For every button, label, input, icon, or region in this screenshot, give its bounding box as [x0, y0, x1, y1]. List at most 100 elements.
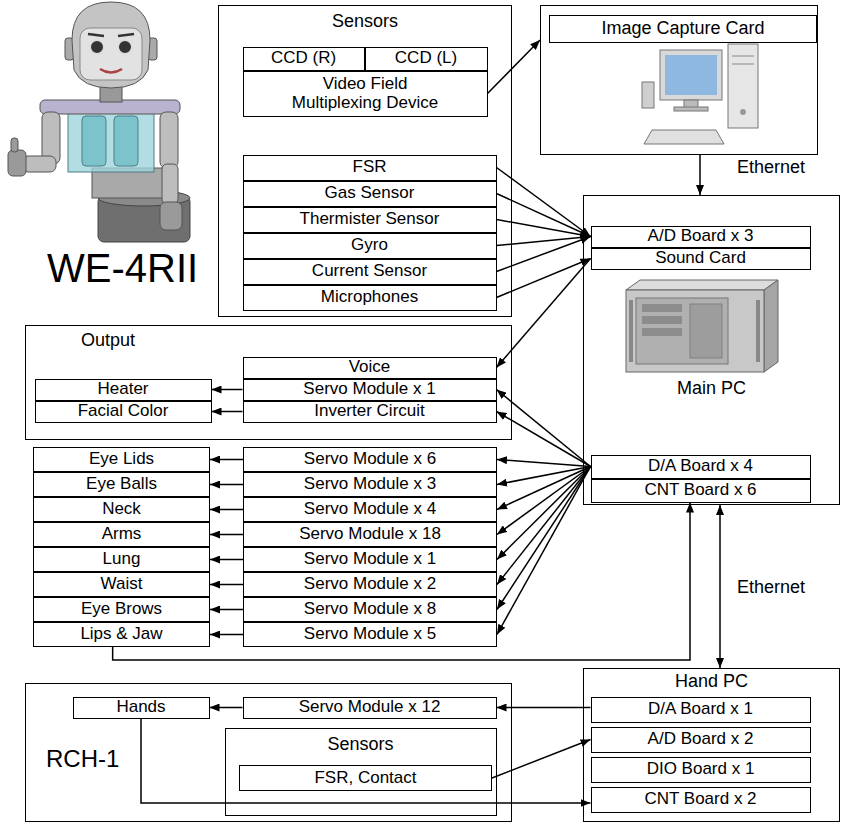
- board-box: CNT Board x 6: [591, 479, 811, 503]
- signal-arrow: [719, 505, 721, 668]
- group-heading: Sensors: [219, 12, 511, 32]
- signal-arrow: [497, 467, 591, 585]
- signal-arrow: [210, 509, 243, 511]
- group-heading: Hand PC: [584, 672, 839, 692]
- box-label: Microphones: [321, 288, 418, 307]
- robot-illustration-part: [11, 138, 18, 152]
- robot-illustration-part: [118, 40, 132, 54]
- pc-chassis-picture-part: [756, 300, 760, 362]
- computer-icon-part: [740, 109, 746, 115]
- robot-illustration: [8, 2, 190, 242]
- computer-icon-part: [642, 82, 654, 108]
- pc-chassis-picture-part: [629, 300, 633, 362]
- signal-arrow: [210, 484, 243, 486]
- box-label: CCD (R): [271, 49, 336, 68]
- robot-illustration-part: [22, 156, 56, 172]
- box-label: Servo Module x 18: [299, 525, 441, 544]
- group-heading: Image Capture Card: [549, 15, 817, 43]
- servo-box: Servo Module x 4: [243, 497, 497, 522]
- signal-arrow: [210, 634, 243, 636]
- sensor-box: Gas Sensor: [243, 181, 497, 207]
- capture-group: Image Capture Card: [540, 5, 818, 155]
- robot-illustration-part: [100, 69, 122, 73]
- part-box: Lips & Jaw: [33, 622, 210, 647]
- servo-box: Servo Module x 2: [243, 572, 497, 597]
- link-label: Ethernet: [735, 577, 807, 597]
- signal-arrow: [497, 412, 591, 467]
- signal-arrow: [210, 534, 243, 536]
- signal-arrow: [699, 155, 701, 195]
- sensor-box: FSR: [243, 155, 497, 181]
- group-heading: Output: [81, 331, 135, 351]
- pc-group: Hand PCD/A Board x 1A/D Board x 2DIO Boa…: [583, 668, 840, 822]
- box-label: FSR: [353, 158, 387, 177]
- signal-arrow: [210, 707, 243, 709]
- group-heading: Sensors: [226, 735, 496, 755]
- part-box: Hands: [73, 697, 210, 719]
- output-group: OutputHeaterFacial ColorVoiceServo Modul…: [25, 325, 512, 440]
- signal-arrow: [497, 390, 591, 467]
- signal-arrow: [210, 584, 243, 586]
- board-box: Sound Card: [591, 248, 811, 270]
- signal-arrow: [497, 194, 591, 237]
- servo-box: Servo Module x 3: [243, 472, 497, 497]
- sensor-box: CCD (L): [365, 47, 488, 71]
- signal-arrow: [497, 467, 591, 610]
- signal-arrow: [113, 503, 690, 661]
- signal-arrow: [497, 460, 591, 467]
- voice-box: Voice: [243, 357, 497, 379]
- computer-icon-part: [732, 56, 754, 57]
- pc-chassis-picture-part: [764, 280, 778, 372]
- computer-icon-part: [665, 55, 717, 95]
- sensor-box: Current Sensor: [243, 259, 497, 285]
- part-box: Eye Brows: [33, 597, 210, 622]
- signal-arrow: [212, 389, 243, 391]
- robot-illustration-part: [118, 34, 134, 36]
- box-label: CCD (L): [395, 49, 457, 68]
- box-label: Servo Module x 12: [299, 698, 441, 717]
- box-label: Video Field Multiplexing Device: [282, 75, 449, 112]
- pc-chassis-picture-part: [690, 304, 722, 358]
- box-label: Servo Module x 4: [304, 500, 436, 519]
- servo-box: Servo Module x 1: [243, 379, 497, 401]
- computer-icon-part: [728, 44, 758, 128]
- pc-chassis-picture: [626, 280, 778, 372]
- signal-arrow: [210, 459, 243, 461]
- box-label: DIO Board x 1: [647, 760, 755, 779]
- signal-arrow: [212, 411, 243, 413]
- sensor-box: CCD (R): [243, 47, 365, 71]
- sensor-box: Microphones: [243, 285, 497, 311]
- box-label: Servo Module x 6: [304, 450, 436, 469]
- part-box: Eye Lids: [33, 447, 210, 472]
- signal-arrow: [488, 40, 541, 94]
- hand-group: RCH-1 Hands Servo Module x 12 SensorsFSR, C…: [25, 683, 512, 822]
- box-label: Gyro: [351, 236, 388, 255]
- edge-label-holder: Ethernet: [735, 578, 807, 598]
- sensor-group: SensorsFSR, Contact: [225, 728, 497, 816]
- signal-arrow: [492, 740, 591, 779]
- output-box: Facial Color: [35, 401, 212, 423]
- box-label: Servo Module x 1: [304, 550, 436, 569]
- signal-arrow: [497, 707, 591, 709]
- servo-box: Servo Module x 8: [243, 597, 497, 622]
- pc-chassis-picture-part: [642, 328, 682, 336]
- box-label: Neck: [102, 500, 141, 519]
- signal-arrow: [497, 237, 591, 272]
- board-box: DIO Board x 1: [591, 757, 811, 783]
- box-label: Eye Balls: [86, 475, 157, 494]
- board-box: D/A Board x 1: [591, 697, 811, 723]
- group-heading: RCH-1: [46, 746, 119, 772]
- box-label: A/D Board x 3: [648, 227, 754, 246]
- pc-chassis-picture-part: [642, 316, 682, 324]
- signal-arrow: [497, 467, 591, 635]
- box-label: Servo Module x 5: [304, 625, 436, 644]
- part-box: Lung: [33, 547, 210, 572]
- signal-arrow: [497, 168, 591, 237]
- box-label: Inverter Circuit: [314, 402, 425, 421]
- signal-arrow: [210, 609, 243, 611]
- box-label: Servo Module x 3: [304, 475, 436, 494]
- box-label: Servo Module x 2: [304, 575, 436, 594]
- robot-name-holder: WE-4RII: [45, 246, 200, 290]
- link-label: Ethernet: [735, 157, 807, 177]
- sensor-group: SensorsCCD (R) CCD (L) Video Field Multipl…: [218, 5, 512, 317]
